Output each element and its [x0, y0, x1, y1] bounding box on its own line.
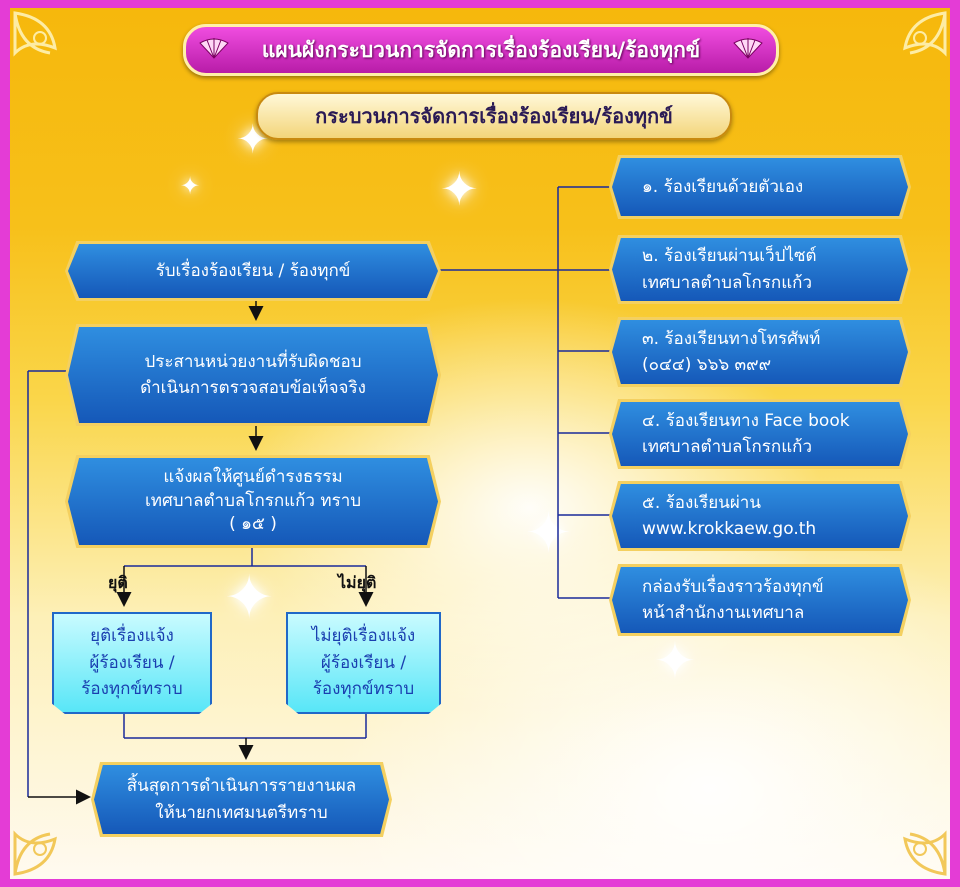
final-line-2: ให้นายกเทศมนตรีทราบ — [155, 802, 328, 823]
notify-line-3: ( ๑๕ ) — [229, 514, 277, 535]
receive-label: รับเรื่องร้องเรียน / ร้องทุกข์ — [155, 260, 351, 281]
ornament-corner-icon — [903, 830, 947, 876]
notify-line-1: แจ้งผลให้ศูนย์ดำรงธรรม — [163, 466, 343, 487]
channel-6-line-2: หน้าสำนักงานเทศบาล — [642, 603, 805, 623]
final-box: สิ้นสุดการดำเนินการรายงานผล ให้นายกเทศมน… — [94, 765, 389, 834]
coordinate-line-2: ดำเนินการตรวจสอบข้อเท็จจริง — [140, 378, 366, 398]
coordinate-box: ประสานหน่วยงานที่รับผิดชอบ ดำเนินการตรวจ… — [68, 327, 438, 423]
continue-notify-line-2: ผู้ร้องเรียน / — [320, 652, 407, 673]
coordinate-line-1: ประสานหน่วยงานที่รับผิดชอบ — [144, 351, 362, 372]
sparkle-icon: ✦ — [654, 632, 696, 690]
final-line-1: สิ้นสุดการดำเนินการรายงานผล — [126, 776, 357, 797]
fan-ornament-icon — [199, 38, 229, 59]
sparkle-icon: ✦ — [224, 563, 275, 633]
end-notify-box: ยุติเรื่องแจ้ง ผู้ร้องเรียน / ร้องทุกข์ท… — [52, 612, 212, 714]
ornament-corner-icon — [13, 11, 57, 57]
channel-1-line-1: ๑. ร้องเรียนด้วยตัวเอง — [642, 176, 804, 197]
channel-6-box: กล่องรับเรื่องราวร้องทุกข์ หน้าสำนักงานเ… — [612, 567, 908, 633]
page-title: แผนผังกระบวนการจัดการเรื่องร้องเรียน/ร้อ… — [261, 37, 701, 62]
ornament-corner-icon — [13, 830, 57, 876]
channel-3-box: ๓. ร้องเรียนทางโทรศัพท์ (๐๔๔) ๖๖๖ ๓๙๙ — [612, 320, 908, 384]
sparkle-icon: ✦ — [440, 162, 479, 216]
end-notify-line-3: ร้องทุกข์ทราบ — [81, 679, 183, 700]
subtitle-banner: กระบวนการจัดการเรื่องร้องเรียน/ร้องทุกข์ — [256, 92, 732, 140]
continue-notify-box: ไม่ยุติเรื่องแจ้ง ผู้ร้องเรียน / ร้องทุก… — [286, 612, 441, 714]
channel-3-line-1: ๓. ร้องเรียนทางโทรศัพท์ — [642, 328, 821, 349]
notify-line-2: เทศบาลตำบลโกรกแก้ว ทราบ — [144, 490, 362, 511]
channel-2-box: ๒. ร้องเรียนผ่านเว็ปไซต์ เทศบาลตำบลโกรกแ… — [612, 238, 908, 301]
fan-ornament-icon — [733, 38, 763, 59]
branch-continue-label: ไม่ยุติ — [338, 573, 377, 592]
channel-5-line-2: www.krokkaew.go.th — [642, 519, 817, 539]
end-notify-line-2: ผู้ร้องเรียน / — [89, 652, 175, 673]
continue-notify-line-3: ร้องทุกข์ทราบ — [312, 679, 415, 700]
channel-2-line-1: ๒. ร้องเรียนผ่านเว็ปไซต์ — [642, 246, 817, 267]
notify-box: แจ้งผลให้ศูนย์ดำรงธรรม เทศบาลตำบลโกรกแก้… — [68, 458, 438, 545]
continue-notify-line-1: ไม่ยุติเรื่องแจ้ง — [311, 626, 416, 647]
ornament-corner-icon — [903, 11, 947, 57]
channel-4-line-1: ๔. ร้องเรียนทาง Face book — [642, 410, 850, 431]
subtitle: กระบวนการจัดการเรื่องร้องเรียน/ร้องทุกข์ — [315, 104, 673, 128]
channel-2-line-2: เทศบาลตำบลโกรกแก้ว — [642, 272, 812, 293]
channel-6-line-1: กล่องรับเรื่องราวร้องทุกข์ — [642, 576, 824, 597]
branch-end-label: ยุติ — [108, 573, 128, 592]
title-banner: แผนผังกระบวนการจัดการเรื่องร้องเรียน/ร้อ… — [183, 24, 779, 76]
channel-5-box: ๕. ร้องเรียนผ่าน www.krokkaew.go.th — [612, 484, 908, 548]
channel-5-line-1: ๕. ร้องเรียนผ่าน — [642, 492, 761, 513]
receive-box: รับเรื่องร้องเรียน / ร้องทุกข์ — [68, 244, 438, 298]
channel-3-line-2: (๐๔๔) ๖๖๖ ๓๙๙ — [642, 355, 772, 375]
channel-1-box: ๑. ร้องเรียนด้วยตัวเอง — [612, 158, 908, 216]
channel-4-box: ๔. ร้องเรียนทาง Face book เทศบาลตำบลโกรก… — [612, 402, 908, 466]
end-notify-line-1: ยุติเรื่องแจ้ง — [90, 626, 174, 647]
sparkle-icon: ✦ — [180, 172, 201, 200]
channel-4-line-2: เทศบาลตำบลโกรกแก้ว — [642, 437, 812, 457]
